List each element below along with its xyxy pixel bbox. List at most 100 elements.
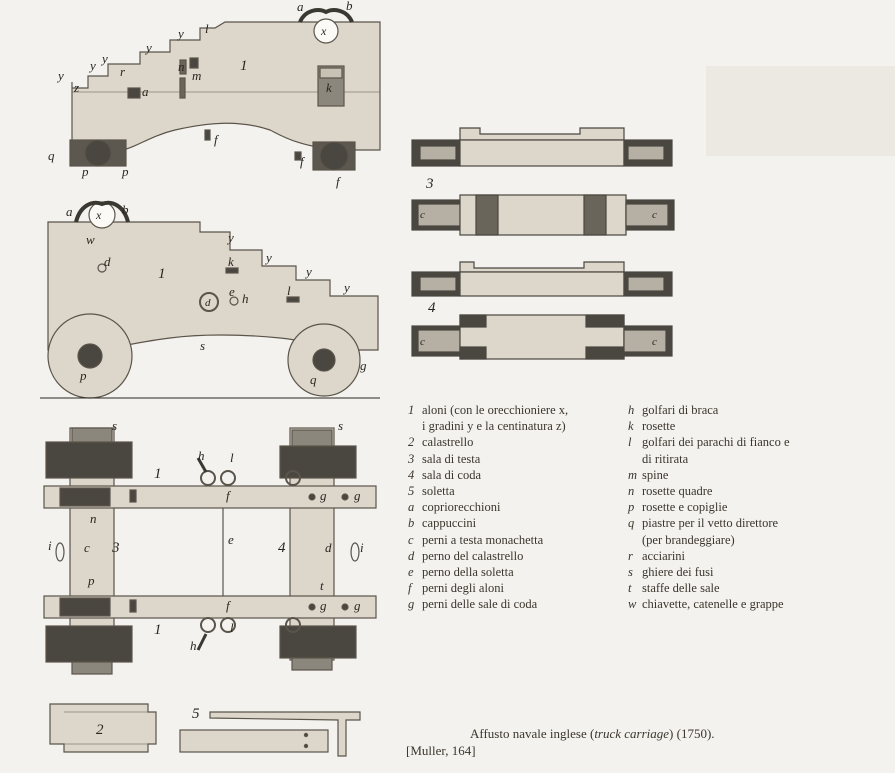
label-z: z — [73, 80, 79, 95]
label-s: s — [200, 338, 205, 353]
label-r: r — [120, 64, 126, 79]
fig-5-soletta — [179, 711, 361, 757]
label-w: w — [86, 232, 95, 247]
label-f: f — [214, 132, 220, 147]
label-f: f — [336, 174, 342, 189]
legend-key: w — [628, 597, 637, 612]
label-g: g — [320, 488, 327, 503]
label-e: e — [228, 532, 234, 547]
label-x: x — [320, 24, 327, 38]
label-b: b — [346, 0, 353, 13]
label-i: i — [48, 538, 52, 553]
plan-view-labels: s s h l 1 1 f g g n i c 3 e 4 d i p t f … — [48, 418, 364, 653]
legend-text: sala di coda — [422, 467, 482, 482]
legend-text: soletta — [422, 484, 455, 499]
side-view-top-labels: y z y r y y y l a n m 1 x a b k q p p f … — [48, 0, 353, 189]
legend-key: a — [408, 500, 415, 515]
legend-text: ghiere dei fusi — [642, 565, 714, 580]
legend-key: p — [628, 500, 635, 515]
plan-view — [43, 427, 377, 675]
legend-key: g — [408, 597, 415, 612]
label-y: y — [226, 230, 234, 245]
legend-key: m — [628, 467, 638, 482]
legend-key: l — [628, 435, 632, 450]
label-l: l — [230, 450, 234, 465]
background-panel — [706, 66, 895, 156]
legend-text: golfari dei parachi di fianco e — [642, 435, 790, 450]
side-view-wheels — [40, 200, 380, 399]
label-q: q — [48, 148, 55, 163]
figure-number-1: 1 — [154, 466, 162, 482]
legend-text: staffe delle sale — [642, 581, 720, 596]
label-h: h — [242, 291, 249, 306]
label-f: f — [226, 488, 232, 503]
label-y: y — [176, 26, 184, 41]
label-n: n — [178, 59, 185, 74]
label-c: c — [652, 336, 657, 348]
figure-number-4: 4 — [428, 300, 436, 316]
legend-key: e — [408, 565, 414, 580]
label-t: t — [320, 578, 324, 593]
figure-number-2: 2 — [96, 722, 104, 738]
legend-text-continued: di ritirata — [642, 451, 689, 466]
label-e: e — [229, 284, 235, 299]
label-d: d — [325, 540, 332, 555]
legend-entry: k rosette — [628, 418, 868, 434]
figure-number-1: 1 — [154, 622, 162, 638]
label-k: k — [326, 80, 332, 95]
label-p: p — [79, 368, 87, 383]
label-h: h — [198, 448, 205, 463]
label-y: y — [144, 40, 152, 55]
legend-entry: 4 sala di coda — [408, 467, 623, 483]
label-y: y — [100, 51, 108, 66]
legend-key: q — [628, 516, 635, 531]
legend-text: copriorecchioni — [422, 500, 501, 515]
label-c: c — [420, 209, 425, 221]
legend-text: rosette e copiglie — [642, 500, 728, 515]
legend-text: rosette — [642, 419, 676, 434]
legend-text: chiavette, catenelle e grappe — [642, 597, 784, 612]
label-s: s — [338, 418, 343, 433]
label-h: h — [190, 638, 197, 653]
legend-key: k — [628, 419, 634, 434]
label-d: d — [205, 297, 211, 309]
legend-entry: w chiavette, catenelle e grappe — [628, 596, 868, 612]
figure-number-5: 5 — [192, 706, 200, 722]
figure-source: [Muller, 164] — [406, 743, 476, 758]
caption-year: ) (1750). — [669, 726, 715, 741]
label-s: s — [112, 418, 117, 433]
label-g: g — [354, 598, 361, 613]
figure-caption: Affusto navale inglese (truck carriage) … — [470, 726, 715, 742]
legend-text-continued: i gradini y e la centinatura z) — [422, 419, 566, 434]
legend-key: t — [628, 581, 632, 596]
label-k: k — [228, 254, 234, 269]
legend-key: 4 — [408, 467, 415, 482]
figure-number-3: 3 — [425, 176, 434, 192]
legend-key: h — [628, 403, 635, 417]
label-y: y — [342, 280, 350, 295]
legend-key: r — [628, 548, 633, 563]
legend-entry: a copriorecchioni — [408, 499, 623, 515]
label-y: y — [56, 68, 64, 83]
legend-text: acciarini — [642, 548, 686, 563]
label-f: f — [226, 598, 232, 613]
legend-entry: t staffe delle sale — [628, 580, 868, 596]
axle-views — [411, 127, 675, 360]
label-y: y — [88, 58, 96, 73]
legend-text: rosette quadre — [642, 484, 713, 499]
legend-text: perni a testa monachetta — [422, 532, 544, 547]
figure-number-1: 1 — [240, 58, 248, 74]
label-p: p — [87, 573, 95, 588]
label-q: q — [310, 372, 317, 387]
figure-number-1: 1 — [158, 266, 166, 282]
